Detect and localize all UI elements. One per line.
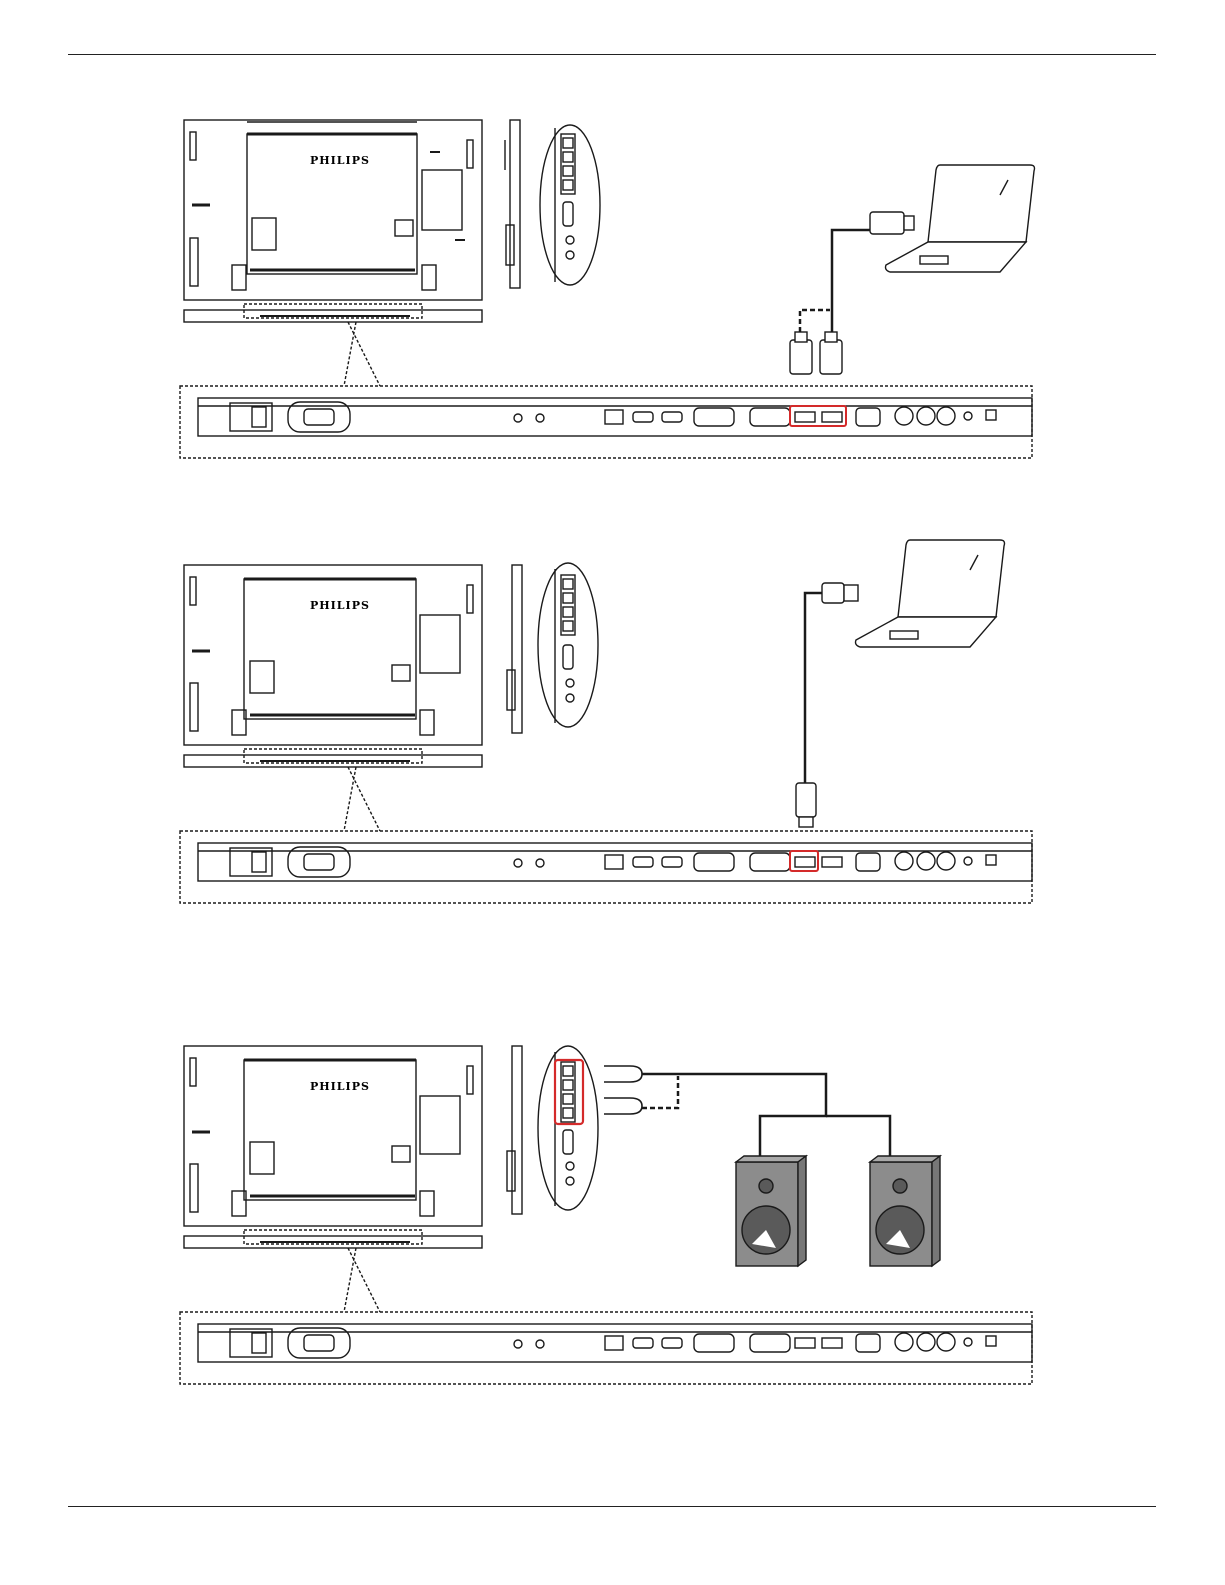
right-speaker-icon [870, 1156, 940, 1266]
hdmi-connection-diagram: PHILIPS [0, 110, 1225, 470]
displayport-cable [796, 583, 858, 827]
left-speaker-icon [736, 1156, 806, 1266]
monitor-side-view [505, 120, 520, 288]
rear-port-panel [180, 1312, 1032, 1384]
monitor-side-view [507, 565, 522, 733]
laptop-icon [856, 540, 1005, 647]
monitor-side-view [507, 1046, 522, 1214]
philips-logo: PHILIPS [310, 1080, 370, 1093]
monitor-rear-view [184, 1046, 482, 1226]
monitor-bottom-view [184, 304, 482, 322]
displayport-port-highlight [790, 851, 818, 871]
hdmi-cable [790, 212, 914, 374]
speaker-wires [604, 1066, 890, 1160]
callout-line [344, 322, 356, 386]
footer-rule [68, 1506, 1156, 1507]
header-rule [68, 54, 1156, 55]
speaker-terminals-highlight [555, 1060, 583, 1124]
callout-line [344, 1248, 356, 1312]
callout-line [348, 767, 380, 831]
rear-port-panel [180, 831, 1032, 903]
callout-line [348, 1248, 380, 1312]
monitor-rear-view [184, 120, 482, 300]
speaker-connection-diagram: PHILIPS [0, 1040, 1225, 1400]
displayport-connection-diagram: PHILIPS [0, 555, 1225, 915]
callout-line [344, 767, 356, 831]
side-ports-zoom [540, 125, 600, 285]
hdmi-ports-highlight [790, 406, 846, 426]
philips-logo: PHILIPS [310, 154, 370, 167]
side-ports-zoom [538, 563, 598, 727]
monitor-bottom-view [184, 1230, 482, 1248]
monitor-rear-view [184, 565, 482, 745]
philips-logo: PHILIPS [310, 599, 370, 612]
callout-line [348, 322, 380, 386]
side-ports-zoom [538, 1046, 598, 1210]
monitor-bottom-view [184, 749, 482, 767]
rear-port-panel [180, 386, 1032, 458]
